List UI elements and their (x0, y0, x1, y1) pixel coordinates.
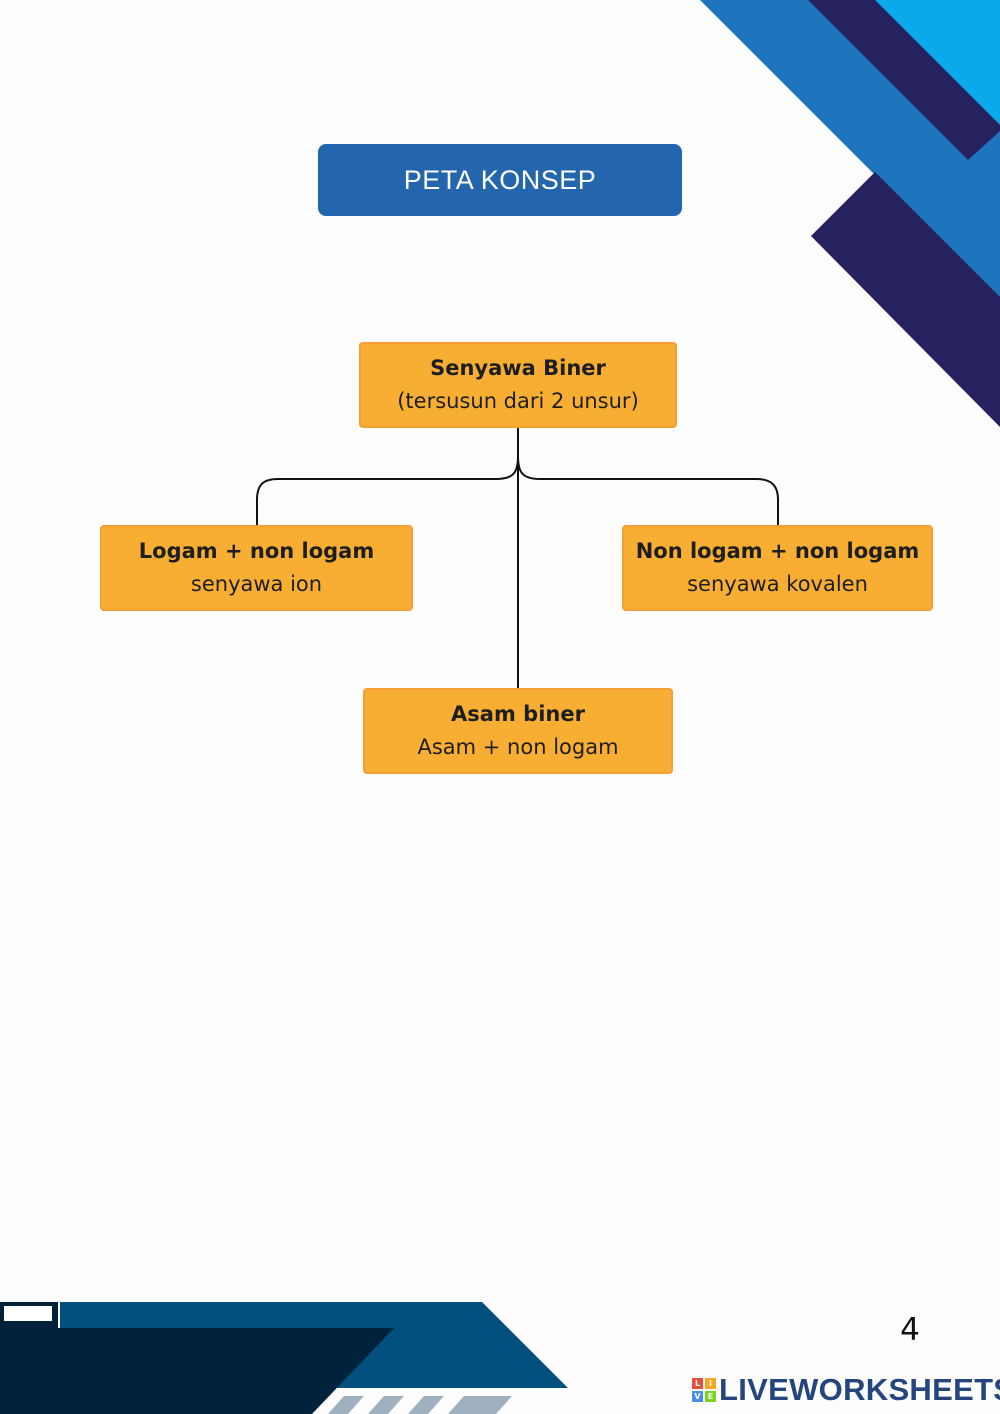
node-subtitle: (tersusun dari 2 unsur) (397, 389, 639, 413)
liveworksheets-wordmark: LIVEWORKSHEETS (719, 1372, 1000, 1407)
connector-right (517, 455, 779, 526)
bottom-dash-1 (328, 1396, 364, 1414)
concept-node-logam-non-logam: Logam + non logam senyawa ion (100, 525, 413, 611)
bottom-dash-4 (448, 1396, 512, 1414)
liveworksheets-grid-icon: L I V E (692, 1378, 716, 1402)
liveworksheets-logo: L I V E LIVEWORKSHEETS (692, 1372, 1000, 1408)
node-title: Logam + non logam (138, 539, 375, 563)
right-stripe-navy (811, 172, 1000, 427)
page-title: PETA KONSEP (318, 144, 682, 216)
page-number: 4 (900, 1312, 920, 1348)
node-subtitle: senyawa ion (190, 572, 323, 596)
bottom-dash-3 (408, 1396, 444, 1414)
node-title: Non logam + non logam (635, 539, 920, 563)
node-subtitle: senyawa kovalen (687, 572, 868, 596)
bottom-dash-2 (368, 1396, 404, 1414)
connectors (256, 428, 779, 688)
node-subtitle: Asam + non logam (417, 735, 619, 759)
bottom-band-white-dash (4, 1306, 52, 1321)
top-right-stripe-navy (808, 0, 1000, 160)
concept-node-senyawa-biner: Senyawa Biner (tersusun dari 2 unsur) (359, 342, 677, 428)
node-title: Senyawa Biner (430, 356, 606, 380)
concept-node-asam-biner: Asam biner Asam + non logam (363, 688, 673, 774)
connector-left (256, 455, 519, 526)
node-title: Asam biner (451, 702, 585, 726)
concept-node-non-logam-non-logam: Non logam + non logam senyawa kovalen (622, 525, 933, 611)
bottom-band-dark (0, 1328, 394, 1414)
